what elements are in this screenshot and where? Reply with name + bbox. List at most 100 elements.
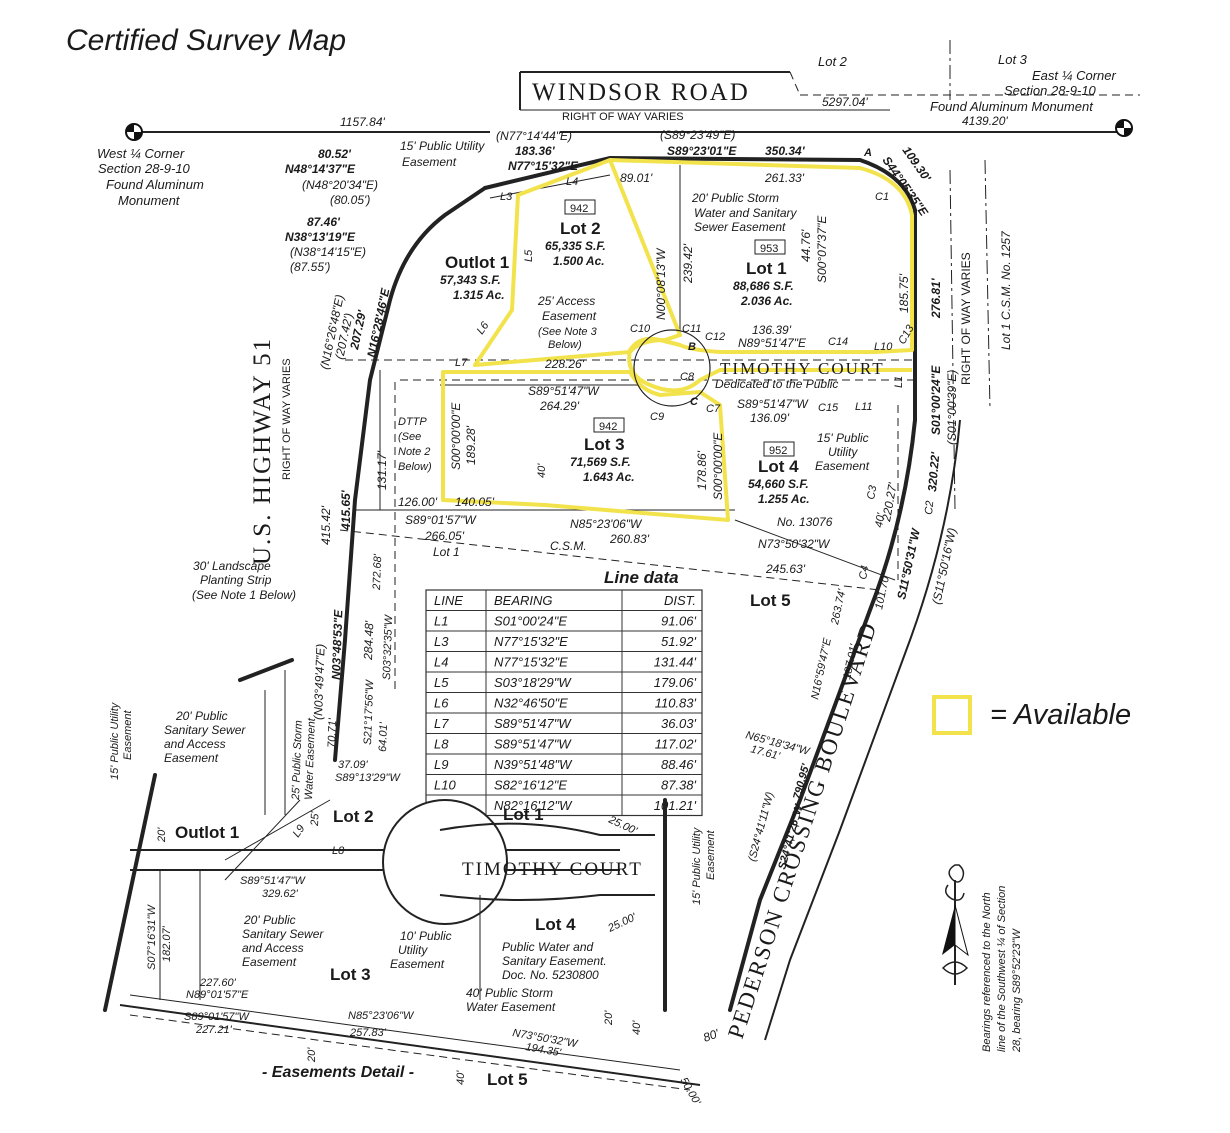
line-table-cell: L8: [434, 737, 449, 752]
east-corner-line-3: Found Aluminum Monument: [930, 99, 1094, 114]
east-row-label: RIGHT OF WAY VARIES: [959, 252, 973, 385]
bearing-s03: S03°32'35"W: [381, 613, 395, 680]
detail-pu15-2: Easement: [705, 830, 717, 880]
highway-51-label: U.S. HIGHWAY 51: [249, 337, 276, 565]
bearing-n85: N85°23'06"W: [570, 517, 643, 531]
san20-1: 20' Public: [175, 709, 228, 723]
line-table-cell: 110.83': [655, 696, 697, 711]
csm-label: C.S.M.: [550, 539, 587, 553]
bearing-s89-51: S89°51'47"W: [528, 384, 600, 398]
bearing-s00-00b: S00°00'00"E: [711, 432, 725, 500]
east-corner-line-1: East ¼ Corner: [1032, 68, 1116, 83]
seg-l1: L1: [893, 376, 905, 388]
dist-261: 261.33': [764, 171, 805, 185]
lot1-ac: 2.036 Ac.: [740, 294, 793, 308]
dist-178: 178.86': [695, 450, 709, 490]
pu15-line1: 15' Public Utility: [400, 139, 485, 153]
detail-title: - Easements Detail -: [262, 1064, 414, 1081]
landscape-3: (See Note 1 Below): [192, 588, 296, 602]
lot5-name: Lot 5: [750, 591, 791, 610]
outlot1-ac: 1.315 Ac.: [453, 288, 505, 302]
windsor-road: WINDSOR ROAD RIGHT OF WAY VARIES Lot 2 L…: [135, 40, 1140, 133]
cul-de-sac-lower: [382, 799, 508, 925]
dist-101: 101.70': [873, 572, 892, 610]
pu15-left-2: Easement: [122, 710, 134, 760]
ps-line1: 20' Public Storm: [691, 191, 779, 205]
line-table-cell: N32°46'50"E: [494, 696, 568, 711]
detail-pw-1: Public Water and: [502, 940, 593, 954]
cul-de-sac-upper: [633, 329, 711, 407]
dist-189: 189.28': [464, 425, 478, 465]
line-table-cell: 88.46': [661, 757, 697, 772]
dist-183: 183.36': [515, 144, 556, 158]
line-table-cell: L4: [434, 655, 448, 670]
line-table-cell: S01°00'24"E: [494, 614, 567, 629]
lot-3-north-label: Lot 3: [998, 52, 1028, 67]
bearing-s89-01: S89°01'57"W: [405, 513, 477, 527]
dist-350: 350.34': [765, 144, 806, 158]
line-table-cell: L5: [434, 675, 449, 690]
landscape-2: Planting Strip: [200, 573, 272, 587]
detail-50-00: 50.00': [677, 1076, 703, 1108]
seg-l4: L4: [566, 176, 578, 188]
lot2-sf: 65,335 S.F.: [545, 239, 606, 253]
ps-line2: Water and Sanitary: [694, 206, 797, 220]
detail-20b: 20': [306, 1047, 318, 1063]
lot-labels: 942 Lot 2 65,335 S.F. 1.500 Ac. 953 Lot …: [440, 199, 810, 610]
no-13076: No. 13076: [777, 515, 833, 529]
detail-s07: S07°16'31"W: [146, 904, 158, 970]
line-table-cell: N82°16'12"W: [494, 798, 573, 813]
seg-l5: L5: [523, 249, 535, 262]
bearing-s89-51b: S89°51'47"W: [737, 397, 809, 411]
detail-lot2: Lot 2: [333, 807, 374, 826]
detail-lot1: Lot 1: [503, 805, 544, 824]
lot3-ac: 1.643 Ac.: [583, 470, 635, 484]
dist-415-65: 415.65': [339, 489, 353, 531]
curve-c15: C15: [818, 402, 839, 414]
detail-pu15-1: 15' Public Utility: [691, 826, 703, 905]
line-table-cell: L10: [434, 778, 456, 793]
windsor-road-label: WINDSOR ROAD: [532, 79, 750, 106]
lot-2-north-label: Lot 2: [818, 54, 848, 69]
dist-87-46: 87.46': [307, 215, 341, 229]
dist-220: 220.27': [879, 481, 900, 524]
dist-126: 126.00': [398, 495, 438, 509]
highway-row-label: RIGHT OF WAY VARIES: [281, 358, 293, 480]
lot2-name: Lot 2: [560, 219, 601, 238]
detail-san-1: 20' Public: [243, 913, 296, 927]
west-corner-line-1: West ¼ Corner: [97, 146, 185, 161]
lot3-number: 942: [599, 421, 617, 433]
dist-44-76: 44.76': [799, 229, 813, 262]
ps25-2: Water Easement: [303, 717, 318, 800]
detail-25-00a: 25.00': [606, 813, 640, 837]
pu15-left-1: 15' Public Utility: [109, 701, 121, 780]
dist-87-55: (87.55'): [290, 260, 330, 274]
bearing-s01-paren: (S01°00'39"E): [945, 370, 959, 445]
line-table-title: Line data: [604, 568, 679, 587]
pederson-label: PEDERSON CROSSING BOULEVARD: [723, 618, 882, 1041]
dist-37: 37.09': [338, 759, 369, 771]
segment-labels: L3 L4 L5 L6 L7 L10 L11 L1 C1 C2 C3 C4 C7…: [455, 176, 936, 581]
dttp-4: Below): [398, 461, 432, 473]
line-table-cell: S82°16'12"E: [494, 778, 567, 793]
outlot1-sf: 57,343 S.F.: [440, 273, 501, 287]
bearing-n16: N16°28'46"E: [364, 286, 392, 358]
detail-s89-51: S89°51'47"W: [240, 875, 306, 887]
detail-329: 329.62': [262, 888, 299, 900]
seg-l10: L10: [874, 341, 893, 353]
line-table-cell: S89°51'47"W: [494, 716, 572, 731]
bearing-n03-paren: (N03°49'47"E): [311, 644, 328, 721]
curve-c1: C1: [875, 191, 889, 203]
lot1-name: Lot 1: [746, 259, 787, 278]
dist-131: 131.17': [375, 450, 389, 490]
pt-b: B: [688, 341, 696, 353]
seg-l6: L6: [475, 319, 492, 337]
parcel-boundary: [333, 155, 917, 1012]
detail-san-2: Sanitary Sewer: [242, 927, 324, 941]
lot1-csm: Lot 1: [433, 545, 460, 559]
detail-40b: 40': [631, 1020, 643, 1035]
curve-c3: C3: [865, 484, 879, 501]
detail-st40-2: Water Easement: [466, 1000, 556, 1014]
dist-272: 272.68': [371, 553, 384, 591]
